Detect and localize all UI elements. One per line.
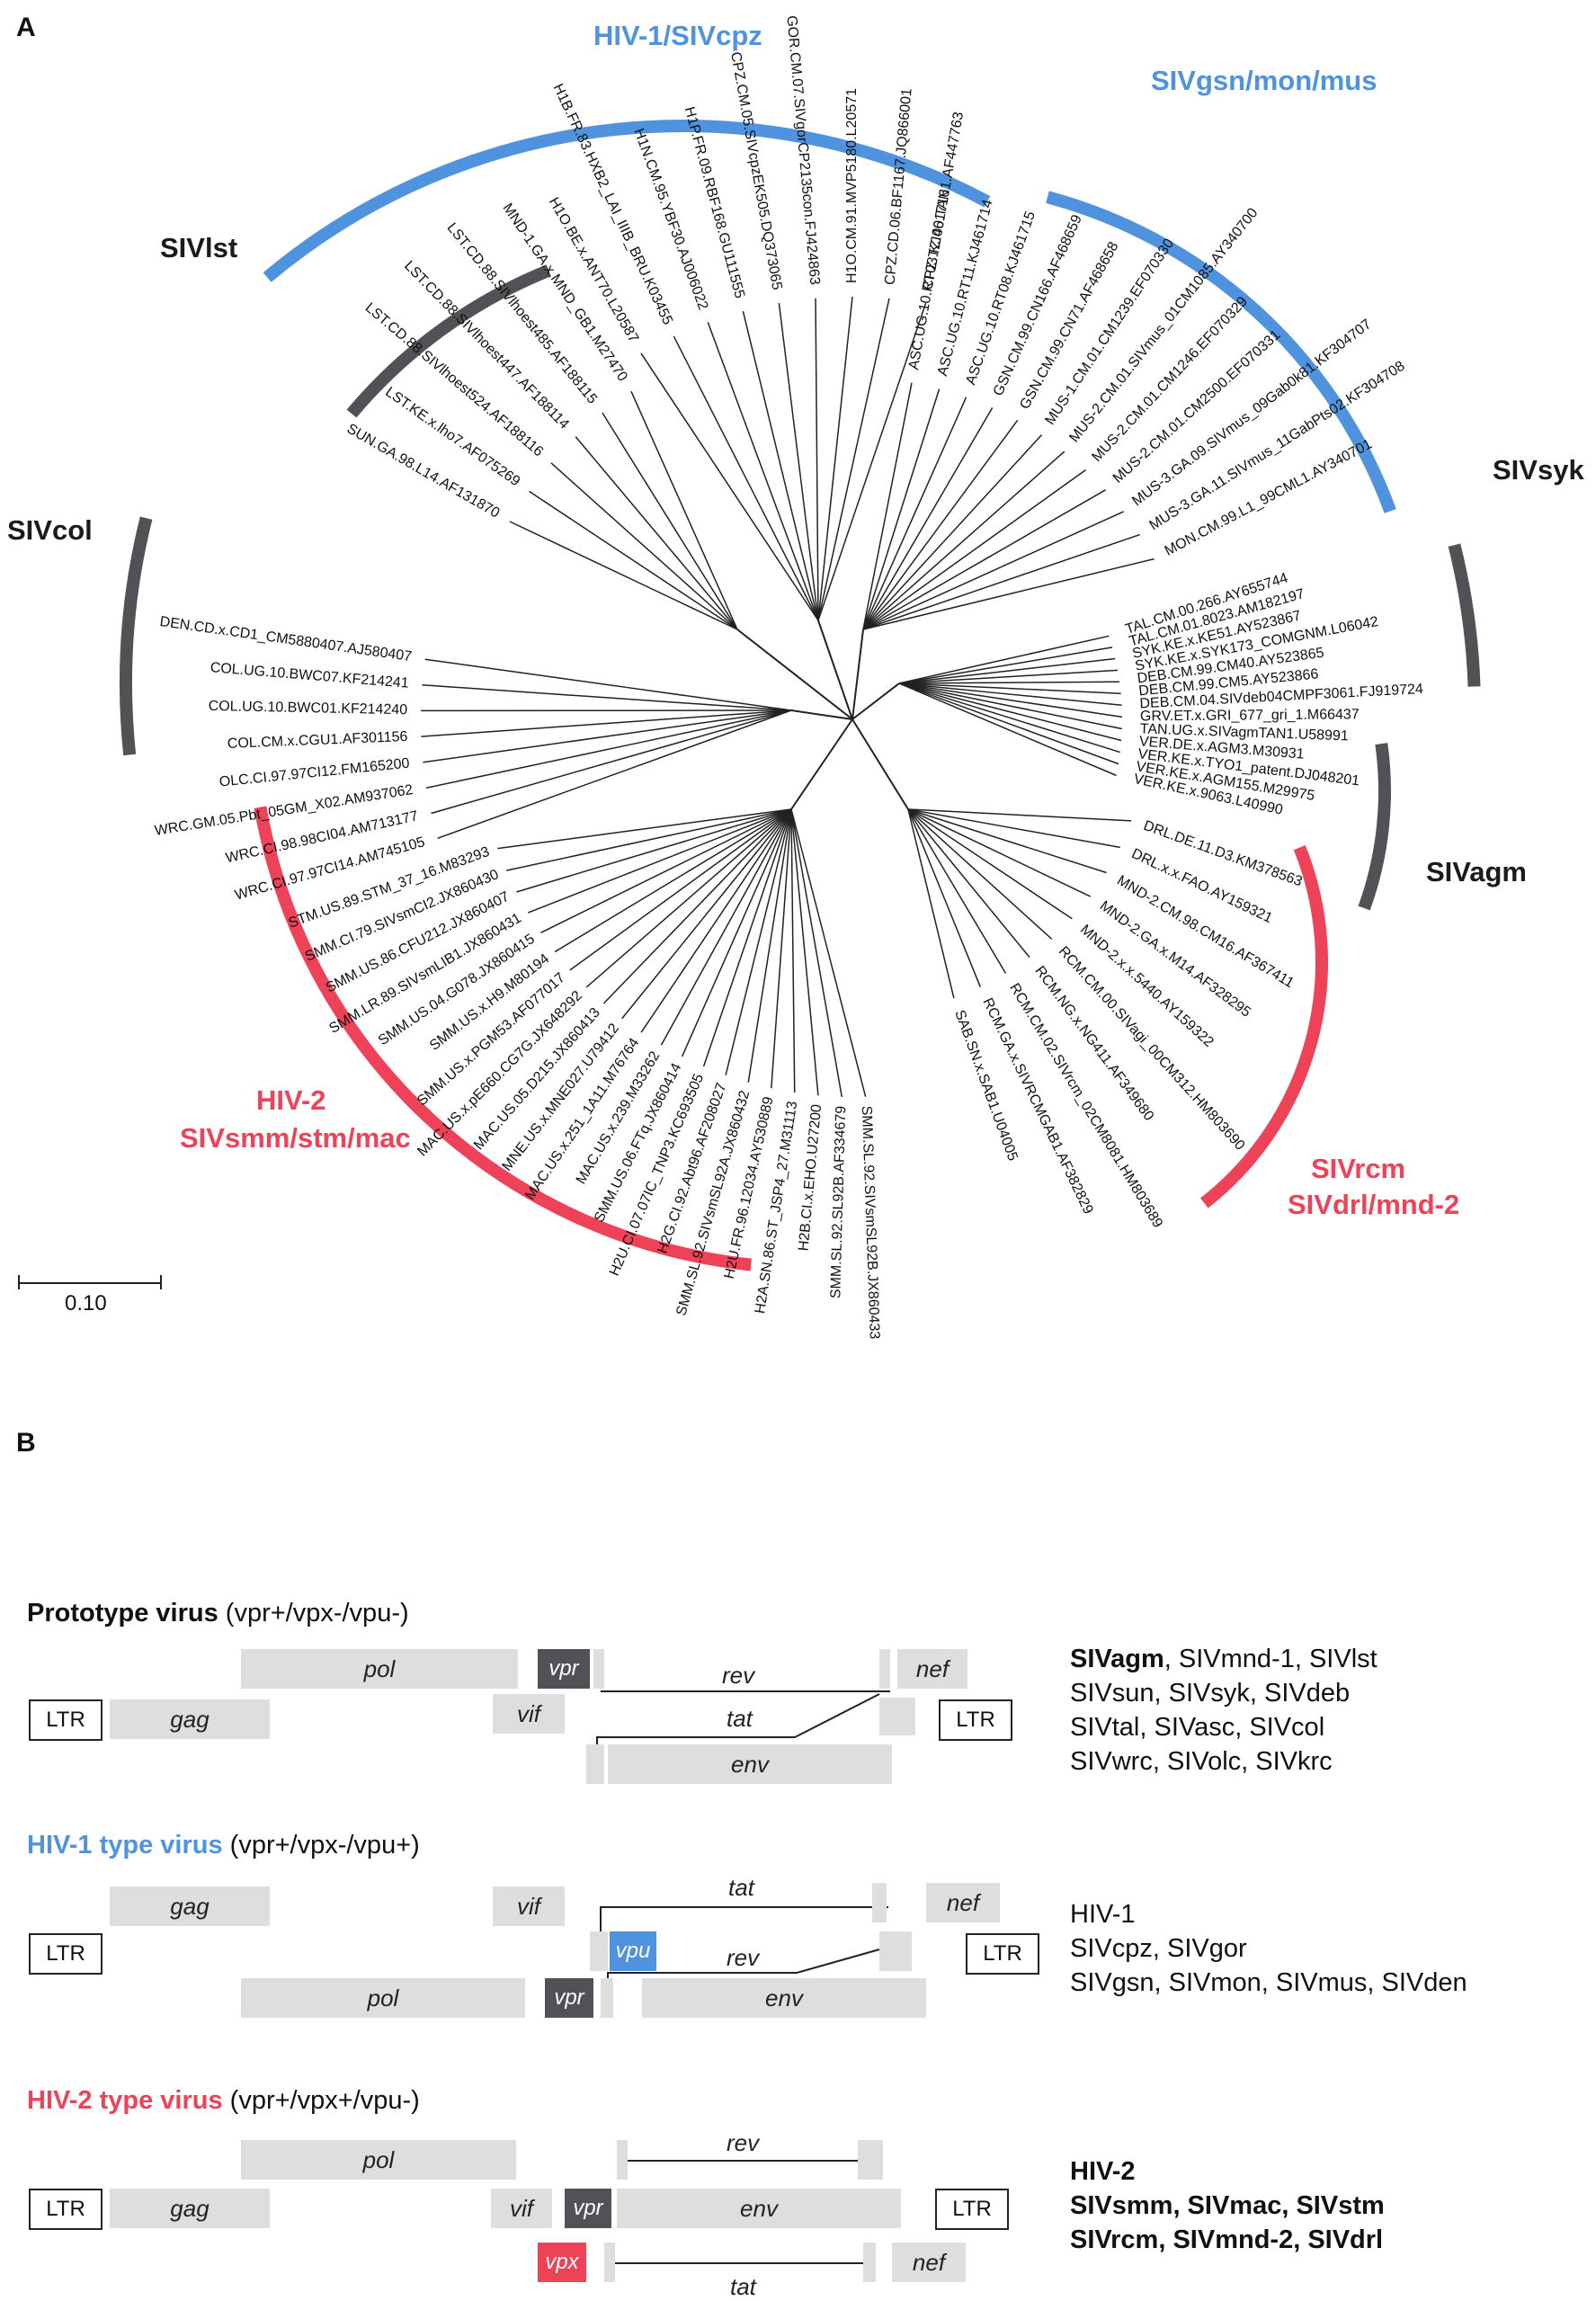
hiv1-virus-line-3: SIVgsn, SIVmon, SIVmus, SIVden: [1070, 1966, 1467, 2000]
hiv2-tat-exon1: [604, 2243, 615, 2282]
hiv2-ltr-left: LTR: [29, 2189, 103, 2230]
hiv2-vpx-box: vpx: [538, 2243, 586, 2282]
hiv2-virus-line-2: SIVsmm, SIVmac, SIVstm: [1070, 2189, 1385, 2223]
hiv2-rev-exon2: [858, 2140, 883, 2180]
hiv2-tat-splice: [615, 2262, 863, 2264]
hiv2-vif-box: vif: [491, 2189, 552, 2228]
hiv2-subtitle: (vpr+/vpx+/vpu-): [230, 2086, 420, 2115]
hiv2-virus-heading: HIV-2 type virus (vpr+/vpx+/vpu-): [27, 2086, 420, 2116]
hiv1-virus-line-1: HIV-1: [1070, 1897, 1467, 1931]
hiv2-tat-label: tat: [730, 2273, 756, 2301]
hiv2-rev-exon1: [617, 2140, 628, 2180]
hiv2-rev-splice: [628, 2160, 858, 2162]
hiv2-virus-line-1: HIV-2: [1070, 2154, 1385, 2189]
hiv2-virus-line-3: SIVrcm, SIVmnd-2, SIVdrl: [1070, 2223, 1385, 2257]
hiv1-virus-line-2: SIVcpz, SIVgor: [1070, 1931, 1467, 1966]
hiv2-gag-box: gag: [110, 2189, 270, 2228]
hiv2-rev-label: rev: [727, 2129, 759, 2157]
hiv2-tat-exon2: [863, 2243, 876, 2282]
hiv2-vpr-box: vpr: [565, 2189, 611, 2228]
hiv2-env-box: env: [617, 2189, 901, 2228]
hiv1-virus-list: HIV-1 SIVcpz, SIVgor SIVgsn, SIVmon, SIV…: [1070, 1897, 1467, 2000]
hiv2-pol-box: pol: [241, 2140, 516, 2180]
hiv2-title: HIV-2 type virus: [27, 2086, 223, 2115]
hiv2-nef-box: nef: [892, 2243, 966, 2282]
hiv2-virus-list: HIV-2 SIVsmm, SIVmac, SIVstm SIVrcm, SIV…: [1070, 2154, 1385, 2257]
hiv2-ltr-right: LTR: [935, 2189, 1009, 2230]
